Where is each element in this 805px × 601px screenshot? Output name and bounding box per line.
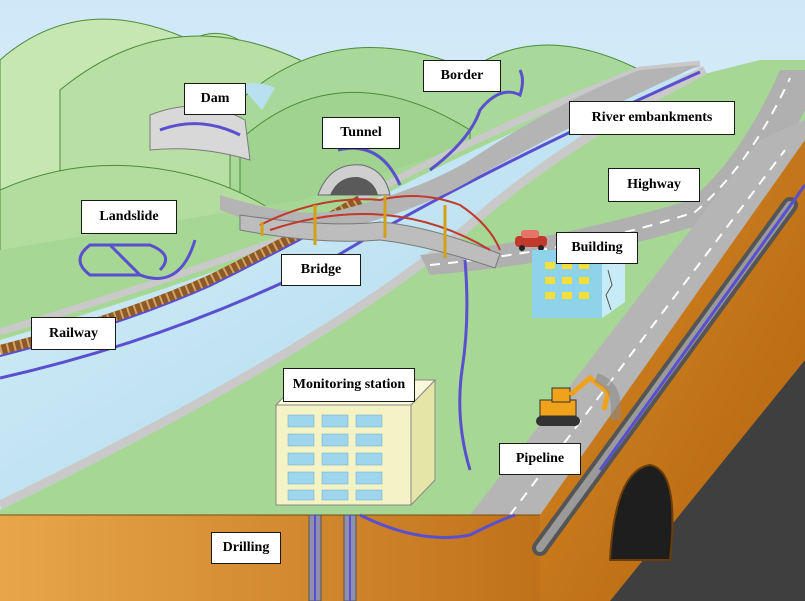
- label-monitoring-station: Monitoring station: [283, 368, 415, 402]
- bridge-structure: [239, 195, 501, 471]
- label-drilling: Drilling: [211, 532, 281, 564]
- label-landslide: Landslide: [81, 200, 177, 234]
- fiber-landslide: [78, 239, 197, 280]
- tunnel-mouth-side: [608, 463, 674, 561]
- label-tunnel: Tunnel: [322, 117, 400, 149]
- dam-structure: [149, 83, 275, 161]
- label-building: Building: [556, 232, 638, 264]
- label-border: Border: [423, 60, 501, 92]
- fiber-side: [598, 184, 805, 471]
- fiber-border: [429, 69, 524, 172]
- drilling-wells: [308, 514, 357, 601]
- fiber-underground: [359, 513, 516, 539]
- label-highway: Highway: [608, 168, 700, 202]
- label-dam: Dam: [184, 83, 246, 115]
- label-bridge: Bridge: [281, 254, 361, 286]
- highway-lane-mark: [429, 77, 791, 266]
- excavator: [536, 373, 621, 426]
- label-railway: Railway: [31, 317, 116, 350]
- label-river-embankments: River embankments: [569, 101, 735, 135]
- label-pipeline: Pipeline: [499, 443, 581, 475]
- car: [515, 230, 547, 251]
